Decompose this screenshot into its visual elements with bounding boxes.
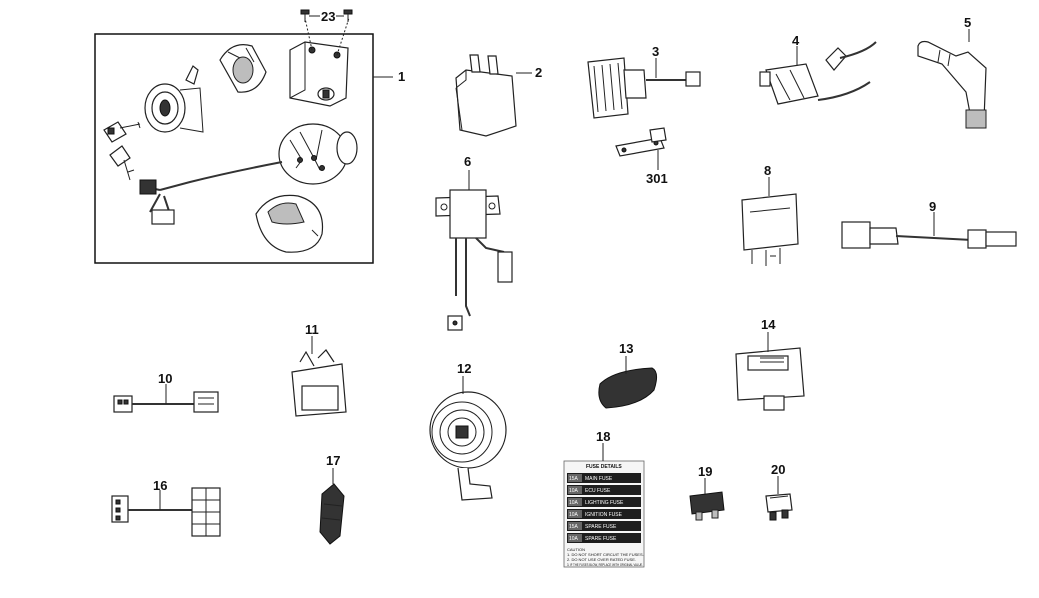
part-1-group: 1 [94,9,405,264]
fuse-row-text: SPARE FUSE [585,524,617,530]
fuse-row-amp: 10A [569,488,579,494]
label-6: 6 [464,154,471,169]
knob-cap-icon [255,194,324,253]
fuse-rows: 15A MAIN FUSE 10A ECU FUSE 10A LIGHTING FUSE 1… [567,473,641,543]
part-12-group: 12 [429,361,507,501]
part-18-group: FUSE DETAILS 15A MAIN FUSE 10A ECU FUSE 10A L… [563,429,645,568]
fuse-row-amp: 10A [569,500,579,506]
label-5: 5 [964,15,971,30]
part-17-group: 17 [319,453,345,545]
label-13: 13 [619,341,633,356]
seat-lock-box-icon [289,17,350,107]
label-1: 1 [398,69,405,84]
fuse-label-title: FUSE DETAILS [586,464,622,470]
screw-icon [300,9,353,22]
fuse-row-amp-box [568,534,582,542]
part-14-group: 14 [735,317,805,411]
switch-body-icon [139,123,358,225]
part-4-group: 4 [759,33,877,105]
fuse-row-text: LIGHTING FUSE [585,500,624,506]
part-13-group: 13 [598,341,658,409]
fuse-row-bg [567,509,641,519]
fuse-row-amp-box [568,474,582,482]
fuse-row-text: MAIN FUSE [585,476,613,482]
label-11: 11 [305,322,319,337]
fuse-row-amp: 10A [569,512,579,518]
label-18: 18 [596,429,610,444]
fuse-row-bg [567,485,641,495]
lock-cylinder-icon [144,65,204,133]
fuse-row-bg [567,533,641,543]
part-5-group: 5 [917,15,987,129]
lock-tumbler-icon [219,44,267,93]
label-16: 16 [153,478,167,493]
label-10: 10 [158,371,172,386]
fuse-caution-line-3: 3. IF THE FUSES BLOW, REPLACE WITH ORIGI… [567,562,643,567]
label-9: 9 [929,199,936,214]
label-4: 4 [792,33,800,48]
label-12: 12 [457,361,471,376]
fuse-row-text: ECU FUSE [585,488,611,494]
part-9-group: 9 [841,199,1017,249]
fuse-row-amp-box [568,510,582,518]
part-19-group: 19 [689,464,725,521]
key-icon [103,121,141,181]
fuse-row-amp-box [568,522,582,530]
part-3-group: 3 [587,44,701,119]
fuse-row-amp-box [568,498,582,506]
part-20-group: 20 [765,462,793,521]
fuse-row-text: SPARE FUSE [585,536,617,542]
fuse-row-amp: 15A [569,476,579,482]
fuse-row-amp-box [568,486,582,494]
label-8: 8 [764,163,771,178]
label-3: 3 [652,44,659,59]
fuse-row-bg [567,497,641,507]
label-17: 17 [326,453,340,468]
label-301: 301 [646,171,668,186]
part-1-frame [94,33,374,264]
fuse-row-amp: 10A [569,536,579,542]
part-10-group: 10 [113,371,219,413]
part-8-group: 8 [741,163,799,266]
label-20: 20 [771,462,785,477]
fuse-caution-line-1: 1. DO NOT SHORT CIRCUIT THE FUSES. [567,552,644,557]
fuse-row-amp: 15A [569,524,579,530]
fuse-row-bg [567,473,641,483]
label-2: 2 [535,65,542,80]
label-19: 19 [698,464,712,479]
fuse-caution-title: CAUTION [567,547,585,552]
fuse-row-text: IGNITION FUSE [585,512,623,518]
part-11-group: 11 [291,322,347,417]
label-14: 14 [761,317,776,332]
fuse-caution-line-2: 2. DO NOT USE OVER RATED FUSE. [567,557,636,562]
label-23: 23 [321,9,335,24]
part-301-group: 301 [615,127,668,186]
part-6-group: 6 [435,154,513,331]
fuse-row-bg [567,521,641,531]
part-16-group: 16 [111,478,221,537]
part-2-group: 2 [455,54,542,137]
